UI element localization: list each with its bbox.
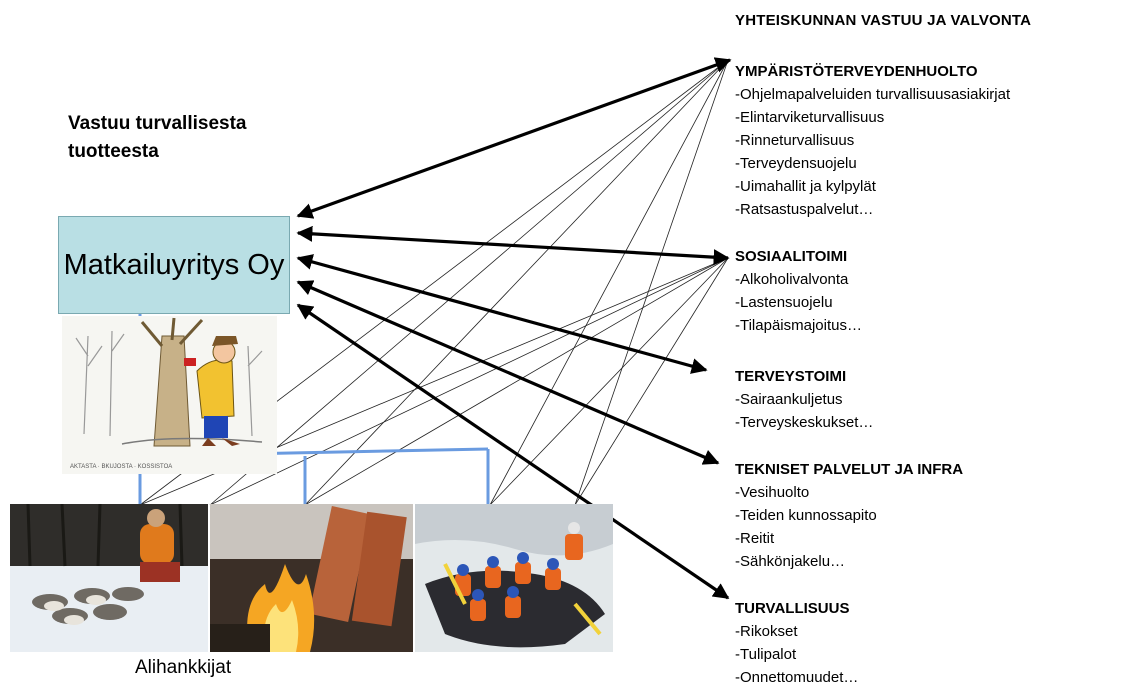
group-health-services: TERVEYSTOIMI -Sairaankuljetus -Terveyske… (735, 365, 873, 434)
group-environmental-health: YMPÄRISTÖTERVEYDENHUOLTO -Ohjelmapalvelu… (735, 60, 1010, 221)
river-rafting-image (415, 504, 613, 652)
group-item: -Rinneturvallisuus (735, 132, 855, 149)
group-item: -Ratsastuspalvelut… (735, 201, 874, 218)
campfire-cooking-image (210, 504, 413, 652)
group-title: TEKNISET PALVELUT JA INFRA (735, 461, 964, 478)
responsibility-title: Vastuu turvallisesta tuotteesta (68, 113, 247, 162)
group-social-services: SOSIAALITOIMI -Alkoholivalvonta -Lastens… (735, 245, 862, 337)
group-safety: TURVALLISUUS -Rikokset -Tulipalot -Onnet… (735, 597, 858, 689)
group-item: -Uimahallit ja kylpylät (735, 178, 876, 195)
group-title: SOSIAALITOIMI (735, 248, 848, 265)
group-item: -Sairaankuljetus (735, 391, 843, 408)
group-item: -Alkoholivalvonta (735, 271, 849, 288)
dog-sled-image (10, 504, 208, 652)
group-title: TERVEYSTOIMI (735, 368, 847, 385)
group-technical-services: TEKNISET PALVELUT JA INFRA -Vesihuolto -… (735, 458, 963, 573)
group-item: -Rikokset (735, 623, 798, 640)
svg-text:AKTASTA · BKUJOSTA · KOSSISTOA: AKTASTA · BKUJOSTA · KOSSISTOA (70, 464, 172, 470)
group-item: -Terveyskeskukset… (735, 414, 874, 431)
group-item: -Ohjelmapalveluiden turvallisuusasiakirj… (735, 86, 1011, 103)
group-title: YMPÄRISTÖTERVEYDENHUOLTO (735, 63, 978, 80)
responsibility-arrows (296, 57, 732, 600)
group-item: -Vesihuolto (735, 484, 810, 501)
group-item: -Reitit (735, 530, 775, 547)
company-name: Matkailuyritys Oy (63, 249, 285, 281)
group-item: -Teiden kunnossapito (735, 507, 877, 524)
group-item: -Onnettomuudet… (735, 669, 859, 686)
group-item: -Tilapäismajoitus… (735, 317, 862, 334)
company-box: Matkailuyritys Oy (58, 216, 290, 314)
group-item: -Terveydensuojelu (735, 155, 857, 172)
header-title: YHTEISKUNNAN VASTUU JA VALVONTA (735, 12, 1032, 29)
cartoon-worker-tree-image: AKTASTA · BKUJOSTA · KOSSISTOA (62, 316, 277, 474)
group-item: -Lastensuojelu (735, 294, 833, 311)
group-item: -Sähkönjakelu… (735, 553, 846, 570)
subcontractors-label: Alihankkijat (135, 657, 232, 678)
group-item: -Elintarviketurvallisuus (735, 109, 885, 126)
group-item: -Tulipalot (735, 646, 797, 663)
group-title: TURVALLISUUS (735, 600, 850, 617)
